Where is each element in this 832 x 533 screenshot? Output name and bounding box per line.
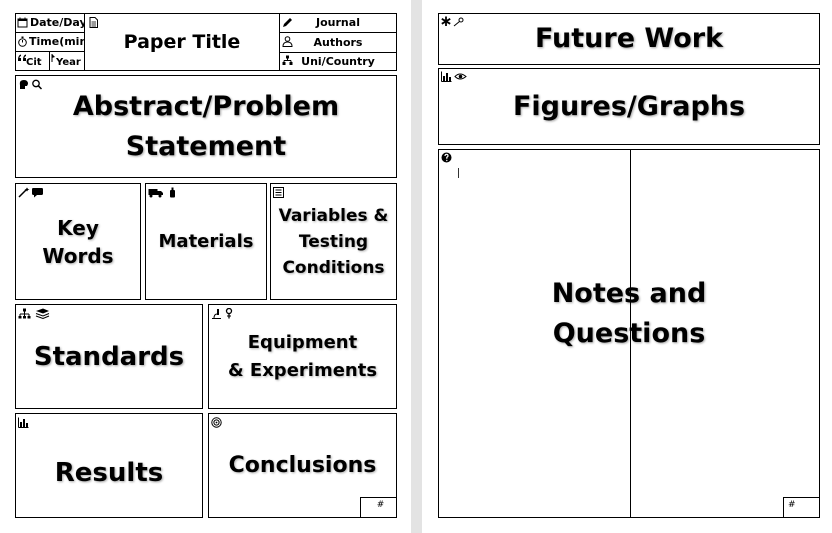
abstract-section[interactable]: Abstract/Problem Statement	[15, 75, 397, 178]
date-day-cell[interactable]: Date/Day	[15, 13, 87, 33]
pen-nib-icon	[50, 53, 61, 64]
uni-country-label: Uni/Country	[301, 55, 375, 68]
quote-icon	[17, 53, 28, 64]
sitemap-person-icon	[282, 55, 293, 66]
abstract-title: Abstract/Problem Statement	[73, 87, 339, 167]
cit-cell[interactable]: Cit	[15, 51, 50, 71]
journal-label: Journal	[316, 16, 360, 29]
notes-column-divider	[630, 150, 631, 517]
future-work-title: Future Work	[534, 23, 724, 54]
conclusions-title: Conclusions	[228, 452, 377, 478]
stopwatch-icon	[17, 36, 28, 47]
time-label: Time(min)	[29, 35, 93, 48]
document-icon	[88, 17, 99, 28]
paper-title-label: Paper Title	[123, 31, 241, 53]
wand-comment-icon	[18, 187, 44, 198]
key-words-line2: Words	[42, 243, 114, 268]
authors-cell[interactable]: Authors	[279, 32, 397, 53]
text-cursor	[458, 168, 459, 178]
cit-label: Cit	[26, 57, 42, 68]
question-circle-icon	[441, 152, 452, 163]
chart-eye-icon	[441, 71, 467, 82]
time-cell[interactable]: Time(min)	[15, 32, 92, 52]
variables-line3: Conditions	[282, 257, 385, 278]
equipment-line2: & Experiments	[227, 359, 378, 381]
key-words-section[interactable]: Key Words	[15, 183, 141, 300]
authors-label: Authors	[313, 36, 363, 49]
right-page: Future Work Figures/Graphs Notes and Que…	[422, 0, 832, 533]
notes-title-line2: Questions	[552, 318, 706, 349]
results-section[interactable]: Results	[15, 413, 203, 518]
right-page-number[interactable]: #	[783, 497, 819, 517]
page-gutter	[411, 0, 422, 533]
materials-section[interactable]: Materials	[145, 183, 267, 300]
abstract-title-line1: Abstract/Problem	[72, 90, 340, 122]
journal-cell[interactable]: Journal	[279, 13, 397, 33]
notes-title: Notes and Questions	[439, 274, 819, 354]
equipment-title: Equipment & Experiments	[228, 329, 377, 385]
left-page: Date/Day Time(min) Cit Year Paper Title …	[0, 0, 411, 533]
variables-section[interactable]: Variables & Testing Conditions	[270, 183, 397, 300]
standards-section[interactable]: Standards	[15, 304, 203, 409]
key-words-title: Key Words	[42, 214, 113, 270]
figures-section[interactable]: Figures/Graphs	[438, 68, 820, 145]
variables-line2: Testing	[298, 231, 369, 252]
results-title: Results	[54, 457, 164, 488]
truck-bottle-icon	[148, 187, 178, 198]
uni-country-cell[interactable]: Uni/Country	[279, 52, 397, 71]
variables-line1: Variables &	[278, 205, 389, 226]
year-cell[interactable]: Year	[49, 51, 85, 71]
calendar-icon	[17, 17, 28, 28]
materials-title: Materials	[158, 230, 254, 252]
notes-section[interactable]: Notes and Questions #	[438, 149, 820, 518]
conclusions-section[interactable]: Conclusions #	[208, 413, 397, 518]
equipment-section[interactable]: Equipment & Experiments	[208, 304, 397, 409]
standards-title: Standards	[33, 341, 185, 372]
hierarchy-layers-icon	[18, 308, 50, 319]
bar-chart-icon	[18, 417, 29, 428]
date-day-label: Date/Day	[30, 16, 87, 29]
abstract-title-line2: Statement	[125, 130, 287, 162]
left-page-number[interactable]: #	[360, 497, 396, 517]
figures-title: Figures/Graphs	[512, 90, 746, 122]
variables-title: Variables & Testing Conditions	[279, 203, 389, 281]
key-words-line1: Key	[57, 215, 99, 240]
future-work-section[interactable]: Future Work	[438, 13, 820, 65]
list-form-icon	[273, 187, 284, 198]
microscope-probe-icon	[211, 308, 235, 319]
paper-title-cell[interactable]: Paper Title	[84, 13, 280, 71]
asterisk-comet-icon	[441, 16, 465, 27]
pen-icon	[282, 17, 293, 28]
target-icon	[211, 417, 222, 428]
head-search-icon	[18, 79, 44, 90]
users-icon	[282, 36, 293, 47]
equipment-line1: Equipment	[247, 331, 358, 353]
year-label: Year	[56, 57, 81, 68]
notes-title-line1: Notes and	[551, 278, 707, 309]
